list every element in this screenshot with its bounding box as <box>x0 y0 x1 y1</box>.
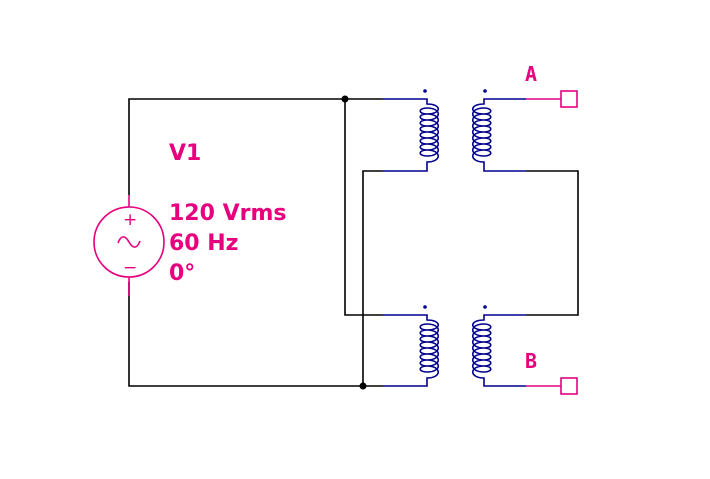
junction-dot-top <box>341 95 349 103</box>
transformer-bottom <box>383 314 526 387</box>
ac-voltage-source[interactable] <box>93 195 165 296</box>
source-voltage: 120 Vrms <box>169 201 286 226</box>
junction-dot-bottom <box>359 382 367 390</box>
source-phase: 0° <box>169 261 195 286</box>
polarity-dot-primary-bottom <box>423 305 427 309</box>
terminal-b[interactable] <box>526 377 578 395</box>
source-circle <box>93 206 165 278</box>
terminal-a-box <box>560 90 578 108</box>
terminal-b-label: B <box>525 349 537 373</box>
sine-wave-icon <box>117 236 141 248</box>
source-frequency: 60 Hz <box>169 231 239 256</box>
wire-source-top <box>128 98 383 195</box>
secondary-winding-top <box>471 98 526 172</box>
polarity-dot-primary-top <box>423 89 427 93</box>
primary-winding-top <box>383 98 440 172</box>
polarity-dot-secondary-bottom <box>483 305 487 309</box>
polarity-dot-secondary-top <box>483 89 487 93</box>
secondary-winding-bottom <box>471 314 526 387</box>
transformer-top <box>383 98 526 172</box>
primary-winding-bottom <box>383 314 440 387</box>
source-name: V1 <box>169 141 201 166</box>
plus-sign: + <box>123 210 137 230</box>
terminal-b-box <box>560 377 578 395</box>
wire-cross-2 <box>362 170 383 386</box>
wires <box>128 98 579 387</box>
wire-secondary-link <box>526 170 579 316</box>
terminal-a[interactable] <box>526 90 578 108</box>
wire-source-bottom <box>128 282 383 387</box>
terminal-a-label: A <box>525 62 537 86</box>
minus-sign: − <box>123 258 137 278</box>
wire-cross-1 <box>344 99 383 316</box>
